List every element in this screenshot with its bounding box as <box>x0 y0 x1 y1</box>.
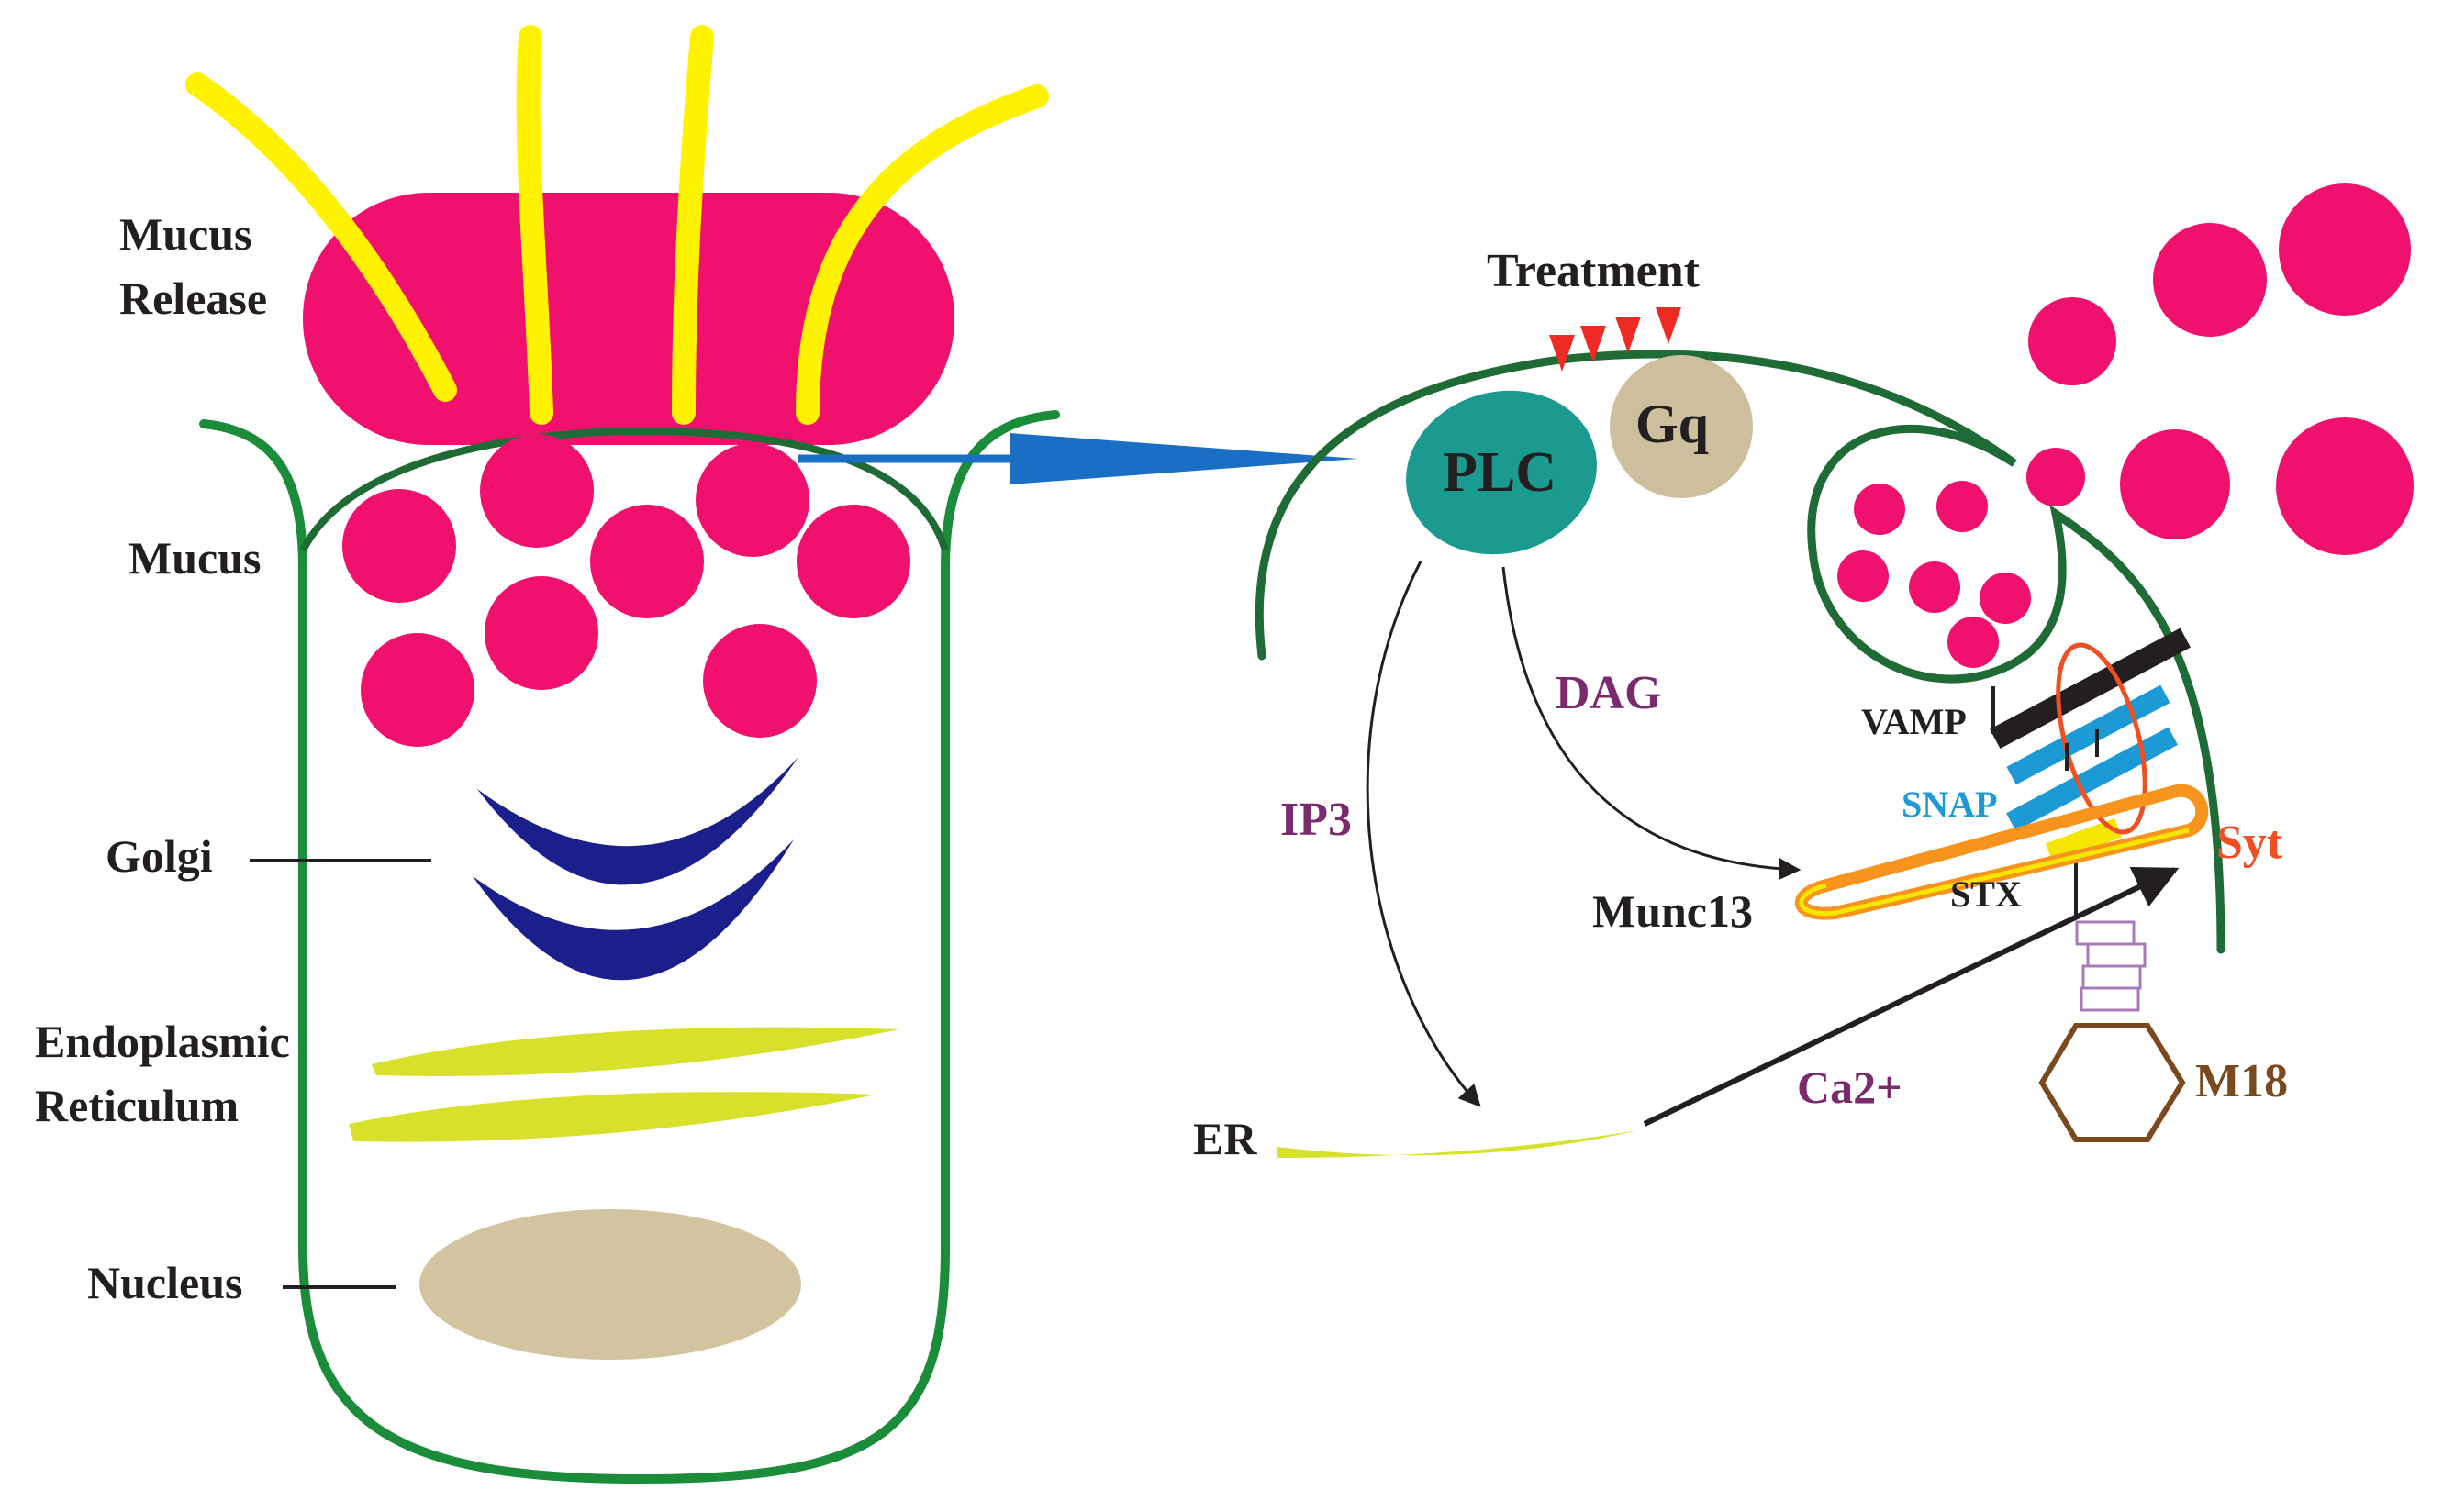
label-mucus: Mucus <box>128 532 261 584</box>
vesicle-granule <box>1854 484 1905 535</box>
er-zoom <box>1277 1130 1638 1158</box>
vesicle-granule <box>1936 481 1988 532</box>
label-ca2: Ca2+ <box>1797 1062 1902 1113</box>
label-ip3: IP3 <box>1280 794 1352 846</box>
mucus-release-blob <box>303 193 954 445</box>
treatment-arrowhead <box>1656 307 1681 344</box>
released-mucus-droplet <box>2028 297 2116 385</box>
plc-enzyme <box>1406 390 1597 555</box>
label-m18: M18 <box>2195 1055 2288 1107</box>
mucus-granule <box>590 505 704 618</box>
mucus-granules <box>342 434 910 747</box>
vesicle-granules <box>1837 481 2031 668</box>
mucus-granule <box>361 633 474 747</box>
label-vamp: VAMP <box>1861 701 1967 742</box>
label-nucleus: Nucleus <box>87 1257 242 1308</box>
label-gq: Gq <box>1635 394 1709 454</box>
vamp-bar <box>1990 628 2191 749</box>
ip3-arrow <box>1366 561 1481 1107</box>
goblet-cell <box>185 25 1060 1484</box>
m18-link <box>2075 920 2136 946</box>
cilia <box>185 25 1049 425</box>
membrane-zoom <box>1255 350 2225 954</box>
mucus-granule <box>485 576 598 690</box>
mucus-granule <box>342 489 456 603</box>
treatment-arrows <box>1549 307 1681 372</box>
munc13-loop-inner <box>1799 828 2190 917</box>
gq-protein <box>1610 355 1753 498</box>
m18-link <box>2080 986 2140 1012</box>
treatment-arrowhead <box>1549 335 1575 372</box>
label-mucus-release-2: Release <box>119 272 267 324</box>
golgi-cisterna <box>473 839 794 981</box>
treatment-arrowhead <box>1615 317 1641 353</box>
zoom-arrow-head <box>1010 433 1358 484</box>
m18-complex <box>2038 920 2186 1142</box>
label-er: ER <box>1193 1113 1257 1164</box>
snare-complex <box>1990 628 2191 917</box>
m18-hexagon <box>2038 1023 2186 1142</box>
mucus-granule <box>797 505 910 618</box>
label-endoplasmic-2: Reticulum <box>35 1080 239 1131</box>
ca2-arrow <box>1643 867 2180 1127</box>
cilium <box>672 25 714 425</box>
released-mucus-droplet <box>2120 429 2230 539</box>
vesicle-granule <box>1837 550 1889 602</box>
mucus-granule <box>696 443 809 557</box>
dag-arrow <box>1501 566 1802 881</box>
label-golgi: Golgi <box>106 830 213 882</box>
cell-membrane <box>199 410 1060 1484</box>
label-munc13: Munc13 <box>1592 885 1753 937</box>
label-dag: DAG <box>1556 667 1662 719</box>
label-syt: Syt <box>2216 817 2283 869</box>
released-mucus-droplet <box>2026 448 2085 506</box>
endoplasmic-reticulum <box>349 1027 899 1142</box>
released-mucus <box>2026 183 2414 555</box>
released-mucus-droplet <box>2276 417 2414 555</box>
signaling-detail <box>1255 183 2414 1158</box>
er-cisterna <box>372 1027 899 1076</box>
label-stx: STX <box>1950 873 2022 915</box>
golgi-apparatus <box>473 757 798 981</box>
vesicle-granule <box>1980 573 2031 624</box>
vesicle-granule <box>1947 617 1999 668</box>
released-mucus-droplet <box>2279 183 2411 316</box>
label-plc: PLC <box>1443 441 1556 504</box>
stx-bar <box>2045 817 2122 862</box>
er-cisterna <box>349 1092 876 1142</box>
label-endoplasmic-1: Endoplasmic <box>35 1016 290 1067</box>
golgi-cisterna <box>477 757 798 885</box>
vesicle-granule <box>1909 561 1960 613</box>
snap-bar <box>2006 727 2178 831</box>
zoom-arrow <box>798 433 1358 484</box>
cilium <box>796 84 1049 425</box>
cilium <box>516 25 553 425</box>
label-treatment: Treatment <box>1487 245 1701 297</box>
label-snap: SNAP <box>1902 784 1997 825</box>
label-mucus-release-1: Mucus <box>119 208 251 260</box>
released-mucus-droplet <box>2153 223 2267 337</box>
nucleus <box>419 1209 801 1360</box>
m18-link <box>2081 964 2142 990</box>
treatment-arrowhead <box>1580 326 1606 362</box>
mucus-granule <box>480 434 594 548</box>
m18-link <box>2086 942 2147 968</box>
apical-membrane <box>299 427 949 552</box>
mucus-granule <box>703 624 817 738</box>
cilium <box>185 72 457 402</box>
